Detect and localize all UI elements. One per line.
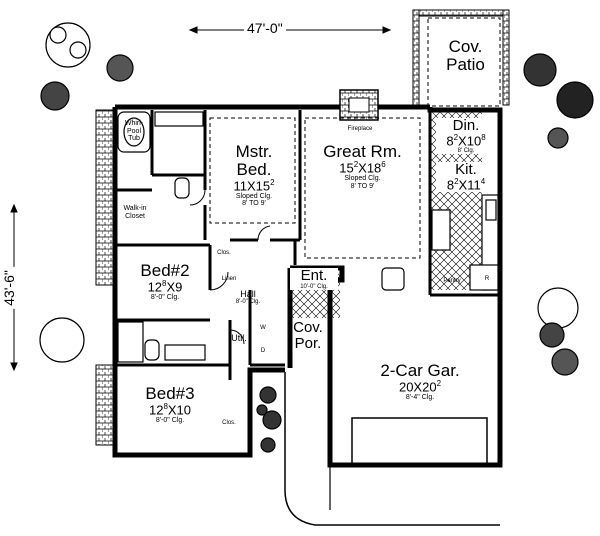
room-mstr-bed: Mstr. Bed. 11X152 Sloped Clg. 8' TO 9' [214, 143, 294, 208]
room-ceiling-note: Sloped Clg. [235, 192, 273, 200]
room-name: Mstr. [235, 142, 273, 161]
room-hall: Hall 8'-0" Clg. [228, 289, 268, 306]
room-name: Din. [452, 117, 480, 134]
room-garage: 2-Car Gar. 20X202 8'-4" Clg. [355, 362, 485, 402]
room-bed2: Bed#2 128X9 8'-0" Clg. [125, 262, 205, 302]
room-size-sup: 2 [453, 132, 459, 142]
overall-depth-dimension: 43'-6" [0, 267, 17, 309]
label-walkin-closet: Walk-in Closet [123, 205, 147, 220]
label-clos-a: Clos. [217, 250, 231, 256]
room-kit: Kit. 82X114 [436, 162, 496, 192]
room-name-line2: Bed. [236, 159, 272, 179]
room-size2: X9 [166, 279, 183, 295]
room-size: 11X15 [233, 178, 271, 194]
room-name: Cov. [293, 319, 323, 336]
room-ceiling-note: 10'-0" Clg. [300, 283, 328, 290]
room-name: Bed#2 [140, 261, 190, 280]
room-name: Bed#3 [145, 384, 195, 403]
label-dryer: D [260, 348, 266, 354]
room-size: 8 [446, 177, 455, 193]
room-ceiling-note: 8' Clg. [457, 147, 475, 154]
room-name: Kit. [455, 161, 477, 178]
room-ceiling-note2: 8' TO 9' [350, 182, 375, 190]
room-size2: X18 [358, 160, 382, 176]
room-name: Great Rm. [323, 142, 402, 161]
room-ceiling-note: 8'-4" Clg. [405, 393, 435, 401]
overall-width-dimension: 47'-0" [244, 20, 286, 36]
room-size-sup: 8 [162, 278, 167, 288]
room-size-sup: 8 [163, 401, 168, 411]
room-size-sup: 2 [353, 159, 359, 169]
label-fireplace: Fireplace [347, 126, 373, 132]
label-pantry: Pantry [443, 278, 461, 284]
room-name: Hall [240, 289, 256, 299]
room-size2: X10 [458, 133, 482, 149]
label-whirlpool-tub: Whirl- Pool Tub [124, 120, 144, 143]
room-size2: X11 [458, 177, 481, 193]
room-name: Cov. [448, 37, 483, 56]
room-ceiling-note: 8'-0" Clg. [155, 416, 185, 424]
room-ent: Ent. 10'-0" Clg. [290, 267, 338, 291]
label-washer: W [260, 325, 266, 331]
room-util: Util. [226, 333, 252, 343]
room-size-sup: 2 [270, 177, 275, 187]
room-name: Util. [231, 333, 247, 343]
room-ceiling-note2: 8' TO 9' [242, 200, 266, 208]
room-cov-patio: Cov. Patio [438, 38, 493, 74]
room-name-line2: Patio [446, 54, 485, 74]
room-cov-por: Cov. Por. [288, 320, 328, 352]
room-great-rm: Great Rm. 152X186 Sloped Clg. 8' TO 9' [310, 143, 415, 190]
landscape-shrubs [39, 22, 594, 453]
room-size-sup: 2 [454, 176, 459, 186]
room-size2-sup: 6 [381, 159, 386, 169]
room-ceiling-note: 8'-0" Clg. [150, 293, 180, 301]
room-size2: X10 [167, 402, 192, 418]
room-size-sup: 2 [436, 378, 442, 388]
room-size: 15 [339, 160, 354, 176]
room-size2-sup: 4 [480, 176, 486, 186]
room-bed3: Bed#3 128X10 8'-0" Clg. [125, 385, 215, 425]
room-din: Din. 82X108 8' Clg. [436, 117, 496, 155]
room-size: 8 [446, 133, 454, 149]
room-name: 2-Car Gar. [380, 361, 460, 380]
label-clos-b: Clos. [222, 420, 236, 426]
room-name-line2: Por. [294, 334, 322, 352]
label-fridge: R [484, 276, 490, 282]
label-linen: Linen [221, 276, 237, 282]
room-name: Ent. [300, 267, 328, 284]
room-ceiling-note: Sloped Clg. [344, 174, 381, 182]
room-ceiling-note: 8'-0" Clg. [235, 299, 261, 306]
room-size: 20X20 [398, 379, 437, 395]
room-size: 12 [147, 279, 163, 295]
room-size2-sup: 8 [481, 132, 486, 142]
room-size: 12 [148, 402, 164, 418]
